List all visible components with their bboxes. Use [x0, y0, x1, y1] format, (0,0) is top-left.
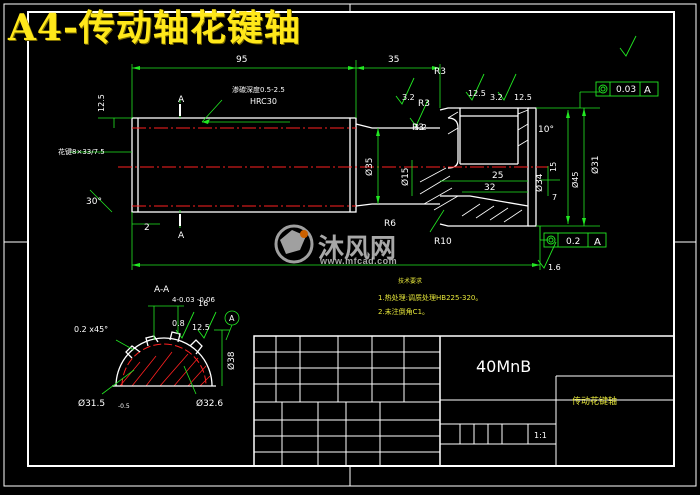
dim-12-5: 12.5: [97, 94, 106, 112]
dim-7: 7: [552, 193, 557, 202]
center-lines: [118, 127, 548, 207]
ra-1-6: 1.6: [548, 263, 561, 272]
section-view: A-A 4-0.03 -0.06 16 0.2 x45° 0.8 12.5 A …: [74, 285, 240, 410]
dim-d35: Ø35: [364, 157, 375, 176]
dim-2: 2: [144, 223, 150, 233]
ra-3-2-a: 3.2: [402, 93, 415, 102]
dim-35: 35: [388, 55, 399, 65]
ra-3-2-b: 3.2: [414, 123, 427, 132]
watermark-url: www.mfcad.com: [320, 256, 398, 266]
hub-lower-step: [440, 195, 529, 207]
dim-d34: Ø34: [534, 173, 545, 192]
section-chamfer: 0.2 x45°: [74, 325, 108, 334]
section-dims: [101, 305, 240, 395]
note-quench: 渗碳深度0.5-2.5: [232, 85, 285, 94]
dim-r3-mid: R3: [418, 99, 430, 109]
section-pitch-arc: [121, 343, 207, 387]
dim-d31: Ø31: [590, 155, 601, 174]
dim-95: 95: [236, 55, 247, 65]
watermark-text: 沐风网: [318, 234, 397, 264]
section-ra-08: 0.8: [172, 319, 185, 328]
technical-notes: 技术要求 1.热处理:调质处理HB225-320。 2.未注倒角C1。: [378, 277, 482, 316]
ra-12-5-a: 12.5: [514, 93, 532, 102]
section-d315: Ø31.5: [78, 398, 105, 409]
section-mark-a-top: A: [178, 95, 185, 105]
dim-spline: 花键8×33/7.5: [58, 147, 105, 156]
dim-32: 32: [484, 183, 495, 193]
ra-3-2-c: 3.2: [490, 93, 503, 102]
section-width-num: 16: [198, 299, 208, 308]
title-part-name: 传动花键轴: [572, 395, 617, 407]
section-teeth: [125, 331, 203, 359]
notes-heading: 技术要求: [398, 277, 422, 285]
dim-r10: R10: [434, 237, 452, 247]
notes-line2: 2.未注倒角C1。: [378, 307, 429, 316]
neck-bottom: [355, 203, 440, 207]
dim-r6: R6: [384, 219, 396, 229]
neck-top: [355, 123, 440, 129]
dimension-arrows: [132, 66, 586, 267]
hatch-section: [419, 109, 529, 223]
dimension-lines: [70, 60, 600, 270]
dim-d15: Ø15: [400, 167, 411, 186]
page-title: A4-传动轴花键轴: [8, 7, 301, 49]
section-label: A-A: [154, 285, 170, 295]
tol-top-ref: A: [644, 85, 651, 96]
section-ra-125: 12.5: [192, 323, 210, 332]
tol-frame-top: [595, 81, 659, 97]
title-scale: 1:1: [534, 431, 547, 440]
dim-30deg: 30°: [86, 197, 102, 207]
dim-r3-top: R3: [434, 67, 446, 77]
tol-bot-value: 0.2: [566, 237, 580, 247]
title-block: [253, 335, 675, 467]
section-hatch: [119, 351, 211, 387]
roughness-symbols: [175, 35, 637, 339]
section-mark-a-bottom: A: [178, 231, 185, 241]
spline-body: [131, 117, 357, 213]
section-datum: A: [229, 314, 235, 323]
dim-25: 25: [492, 171, 503, 181]
dim-d45: Ø45: [570, 172, 580, 188]
notes-line1: 1.热处理:调质处理HB225-320。: [378, 293, 482, 302]
tol-top-value: 0.03: [616, 85, 636, 95]
hub-bore-arc: [447, 117, 459, 169]
section-d38: Ø38: [226, 351, 237, 370]
tol-frame-bottom: [543, 232, 607, 248]
section-width-tol: 4-0.03 -0.06: [172, 296, 215, 304]
section-d326: Ø32.6: [196, 398, 223, 409]
dim-10deg: 10°: [538, 125, 554, 135]
ra-12-5-b: 12.5: [468, 89, 486, 98]
title-material: 40MnB: [476, 357, 531, 376]
dimension-texts: 95 35 R3 R3 R3 R6 R10 渗碳深度0.5-2.5 HRC30 …: [58, 55, 651, 272]
dim-15: 15: [549, 162, 558, 172]
dim-r3-low: R3: [412, 123, 424, 133]
section-d315-tol: -0.5: [118, 403, 130, 410]
note-hardness: HRC30: [250, 97, 277, 106]
tol-bot-ref: A: [594, 237, 601, 248]
section-outer-arc: [115, 337, 213, 387]
watermark-logo: [274, 224, 314, 264]
tolerance-frames: [543, 81, 659, 248]
